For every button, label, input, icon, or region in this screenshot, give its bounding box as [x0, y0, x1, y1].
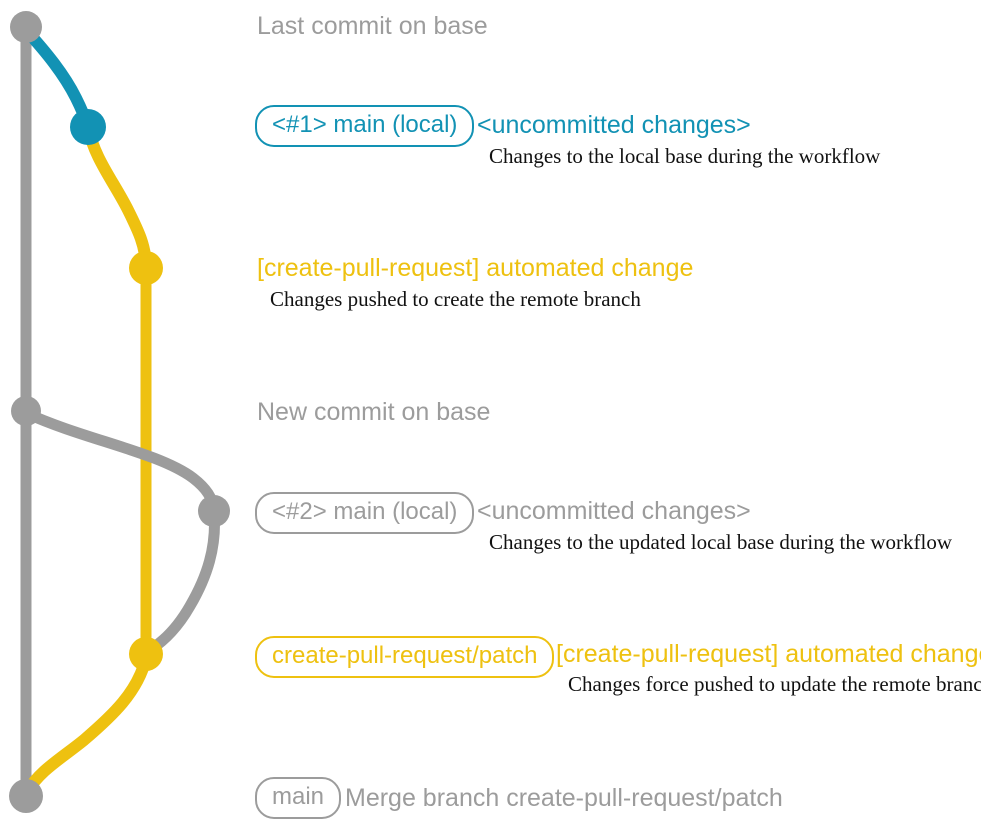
label-uncommitted-changes-1: <uncommitted changes> — [477, 111, 751, 139]
desc-automated-change-1: Changes pushed to create the remote bran… — [270, 287, 641, 311]
desc-uncommitted-changes-2: Changes to the updated local base during… — [489, 530, 953, 554]
commit-dot-merge — [9, 779, 43, 813]
rebase-curve-in — [144, 505, 220, 656]
commit-dot-uncommitted-2 — [198, 495, 230, 527]
label-automated-change-1: [create-pull-request] automated change — [257, 254, 694, 282]
commit-dot-uncommitted-1 — [70, 109, 106, 145]
desc-uncommitted-changes-1: Changes to the local base during the wor… — [489, 144, 881, 168]
label-automated-change-2: [create-pull-request] automated change — [556, 640, 981, 668]
label-last-commit-on-base: Last commit on base — [257, 12, 488, 40]
commit-dot-automated-change-1 — [129, 251, 163, 285]
branch-badge-main-local-2: <#2> main (local) — [255, 492, 475, 534]
merge-curve — [21, 656, 152, 796]
rebase-curve-out — [20, 407, 220, 517]
label-merge-branch: Merge branch create-pull-request/patch — [345, 784, 783, 812]
commit-dot-automated-change-2 — [129, 637, 163, 671]
patch-branch-curve-top — [82, 125, 152, 269]
branch-badge-create-pull-request-patch: create-pull-request/patch — [255, 636, 555, 678]
commit-dot-last-base — [10, 11, 42, 43]
commit-dot-new-base — [11, 396, 41, 426]
branch-badge-main-local-1: <#1> main (local) — [255, 105, 475, 147]
desc-automated-change-2: Changes force pushed to update the remot… — [568, 672, 981, 696]
label-uncommitted-changes-2: <uncommitted changes> — [477, 497, 751, 525]
branch-badge-main: main — [255, 777, 342, 819]
git-graph — [9, 11, 230, 813]
label-new-commit-on-base: New commit on base — [257, 398, 491, 426]
